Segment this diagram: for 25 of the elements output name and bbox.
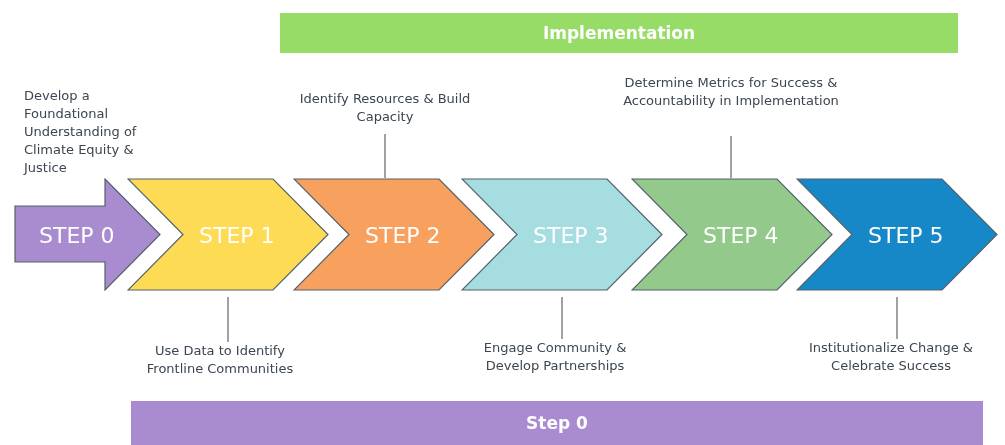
phase-bar: Implementation bbox=[280, 13, 958, 53]
chevron-shape bbox=[127, 178, 329, 291]
leader-line bbox=[384, 133, 386, 179]
step-label: STEP 1 bbox=[199, 222, 275, 247]
leader-line bbox=[561, 296, 563, 340]
step-label: STEP 5 bbox=[868, 222, 944, 247]
chevron-shape bbox=[293, 178, 495, 291]
step-description: Develop a Foundational Understanding of Climate Equity & Justice bbox=[24, 87, 138, 177]
chevron-shape bbox=[461, 178, 663, 291]
step-description: Determine Metrics for Success & Accountability in Implementation bbox=[620, 74, 842, 130]
phase-bar: Step 0 bbox=[131, 401, 983, 445]
step-description: Institutionalize Change & Celebrate Success bbox=[786, 339, 996, 377]
step-label: STEP 4 bbox=[703, 222, 779, 247]
step-label: STEP 2 bbox=[365, 222, 441, 247]
step-description: Engage Community & Develop Partnerships bbox=[460, 339, 650, 377]
leader-line bbox=[896, 296, 898, 340]
step-label: STEP 0 bbox=[39, 222, 115, 247]
leader-line bbox=[227, 296, 229, 343]
arrow-shape bbox=[14, 178, 161, 291]
chevron-shape bbox=[796, 178, 998, 291]
step-description: Identify Resources & Build Capacity bbox=[295, 90, 475, 128]
leader-line bbox=[730, 135, 732, 179]
chevron-shape bbox=[631, 178, 833, 291]
step-label: STEP 3 bbox=[533, 222, 609, 247]
step-description: Use Data to Identify Frontline Communities bbox=[130, 342, 310, 380]
